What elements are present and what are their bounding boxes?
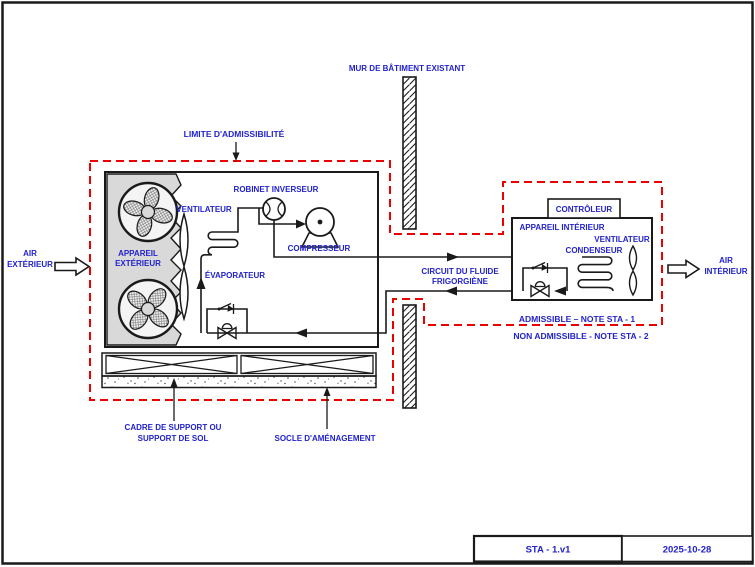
flow-arrow-right bbox=[447, 252, 459, 262]
support-frame bbox=[101, 352, 377, 377]
compressor-label: COMPRESSEUR bbox=[288, 244, 351, 253]
controller-label: CONTRÔLEUR bbox=[556, 205, 613, 214]
non-admissible-note-label: NON ADMISSIBLE - NOTE STA - 2 bbox=[513, 331, 648, 341]
outdoor-fan-icon bbox=[117, 181, 179, 243]
indoor-unit-label: APPAREIL INTÉRIEUR bbox=[519, 223, 604, 232]
condenser-coil bbox=[577, 256, 614, 292]
admissible-note-label: ADMISSIBLE – NOTE STA - 1 bbox=[519, 314, 635, 324]
fan-blade-icon bbox=[179, 211, 189, 322]
support-frame-label: SUPPORT DE SOL bbox=[138, 434, 209, 443]
flow-arrow-up bbox=[196, 277, 206, 289]
air-interior-label: INTÉRIEUR bbox=[704, 267, 747, 276]
support-frame-label: CADRE DE SUPPORT OU bbox=[125, 423, 222, 432]
refrigerant-lines bbox=[207, 220, 613, 338]
label-pointer-arrows bbox=[170, 142, 331, 429]
outdoor-fan-label: VENTILATEUR bbox=[176, 205, 232, 214]
compressor-icon bbox=[300, 207, 340, 248]
document-date: 2025-10-28 bbox=[663, 545, 712, 556]
evaporator-coil bbox=[200, 207, 263, 333]
flow-arrow-left bbox=[445, 286, 457, 296]
flow-arrow-right bbox=[296, 219, 306, 229]
evaporator-label: ÉVAPORATEUR bbox=[205, 271, 265, 280]
limit-label: LIMITE D'ADMISSIBILITÉ bbox=[184, 129, 285, 139]
base-label: SOCLE D'AMÉNAGEMENT bbox=[274, 434, 375, 443]
indoor-fan-label: VENTILATEUR bbox=[594, 235, 650, 244]
existing-wall bbox=[402, 76, 417, 409]
outdoor-unit bbox=[104, 171, 379, 348]
reversing-valve-icon bbox=[262, 197, 286, 221]
air-interior-label: AIR bbox=[719, 256, 733, 265]
title-block: STA - 1.v1 2025-10-28 bbox=[472, 534, 754, 563]
outdoor-fan-icon bbox=[117, 278, 179, 340]
outdoor-unit-label: APPAREIL bbox=[118, 249, 158, 258]
refrigerant-circuit-label: CIRCUIT DU FLUIDE bbox=[421, 267, 499, 276]
indoor-unit bbox=[511, 198, 653, 301]
document-id: STA - 1.v1 bbox=[526, 545, 572, 556]
flow-arrow-left bbox=[295, 328, 307, 338]
concrete-base bbox=[101, 375, 377, 389]
outdoor-unit-label: EXTÉRIEUR bbox=[115, 259, 161, 268]
air-exterior-label: EXTÉRIEUR bbox=[7, 260, 53, 269]
refrigerant-circuit-label: FRIGORGIÈNE bbox=[432, 277, 489, 286]
flow-arrow-left bbox=[554, 286, 566, 296]
air-interior-arrow-icon bbox=[667, 259, 701, 279]
fan-blade-icon bbox=[628, 244, 638, 297]
admissibility-boundary-dashed bbox=[89, 160, 663, 401]
condenser-label: CONDENSEUR bbox=[566, 246, 623, 255]
reversing-valve-label: ROBINET INVERSEUR bbox=[234, 185, 319, 194]
air-exterior-label: AIR bbox=[23, 249, 37, 258]
indoor-expansion-loop bbox=[522, 261, 568, 298]
suction-line bbox=[258, 208, 299, 225]
wall-label: MUR DE BÂTIMENT EXISTANT bbox=[349, 64, 465, 73]
air-exterior-arrow-icon bbox=[54, 256, 91, 277]
controller-box bbox=[547, 198, 621, 219]
